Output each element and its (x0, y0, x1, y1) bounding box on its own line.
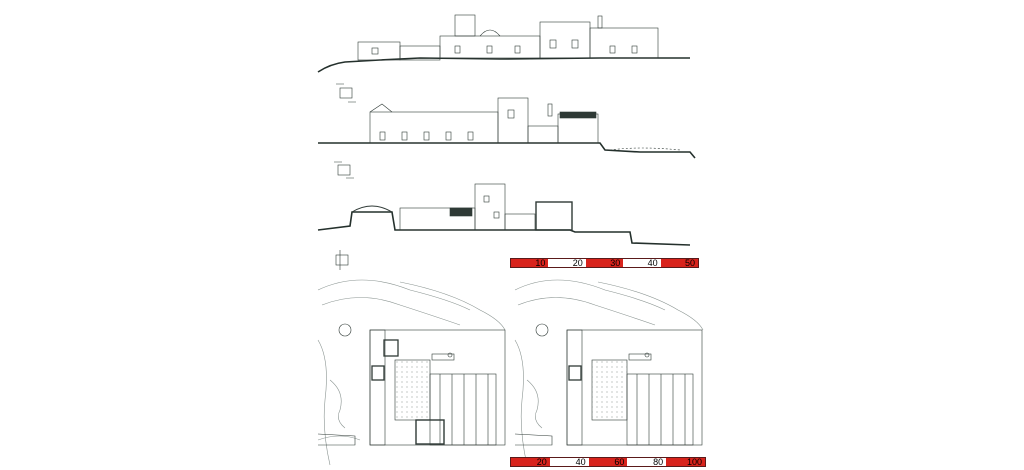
north-arrow-1 (336, 83, 356, 103)
scale-segment: 20 (548, 258, 586, 267)
elevation-2 (318, 97, 696, 159)
scale-segment: 50 (660, 258, 699, 267)
north-arrow-3 (335, 250, 349, 270)
scale-segment: 40 (623, 258, 661, 267)
scale-segment: 10 (511, 258, 549, 267)
elevation-1 (317, 14, 690, 73)
scale-segment: 40 (549, 457, 589, 466)
plan-ground-floor (317, 279, 506, 466)
plan-upper-floor (514, 279, 704, 466)
scale-segment: 80 (627, 457, 667, 466)
section-view (317, 183, 691, 246)
north-arrow-2 (334, 161, 354, 179)
scale-segment: 30 (585, 258, 624, 267)
scale-segment: 100 (666, 457, 705, 466)
scale-bar-top: 10 20 30 40 50 (510, 258, 699, 268)
scale-bar-bottom: 20 40 60 80 100 (510, 457, 706, 467)
scale-segment: 60 (588, 457, 628, 466)
scale-segment: 20 (511, 457, 550, 466)
